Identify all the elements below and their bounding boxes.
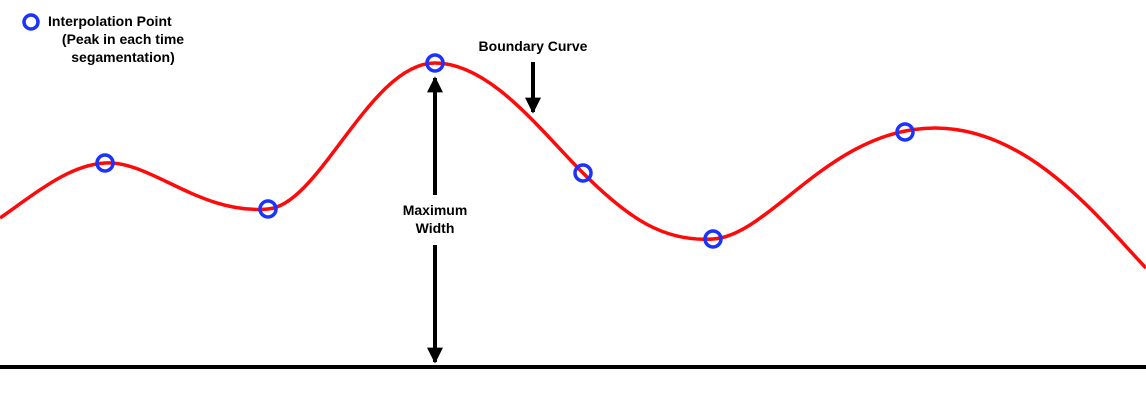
interpolation-point (703, 229, 723, 249)
legend-line-1: Interpolation Point (48, 13, 172, 29)
legend-line-2: (Peak in each time (61, 31, 185, 47)
boundary-curve-label: Boundary Curve (478, 38, 588, 54)
interpolation-point (425, 53, 445, 73)
legend-marker-icon (22, 13, 40, 31)
boundary-curve (0, 61, 1146, 270)
maximum-width-line-2: Width (415, 220, 455, 236)
legend-label: Interpolation Point (Peak in each time s… (48, 12, 198, 66)
maximum-width-line-1: Maximum (402, 202, 468, 218)
interpolation-point (258, 199, 278, 219)
legend-line-3: segamentation) (71, 49, 175, 65)
interpolation-point (95, 153, 115, 173)
interpolation-point (895, 122, 915, 142)
interpolation-point (573, 163, 593, 183)
maximum-width-label: Maximum Width (385, 201, 485, 237)
